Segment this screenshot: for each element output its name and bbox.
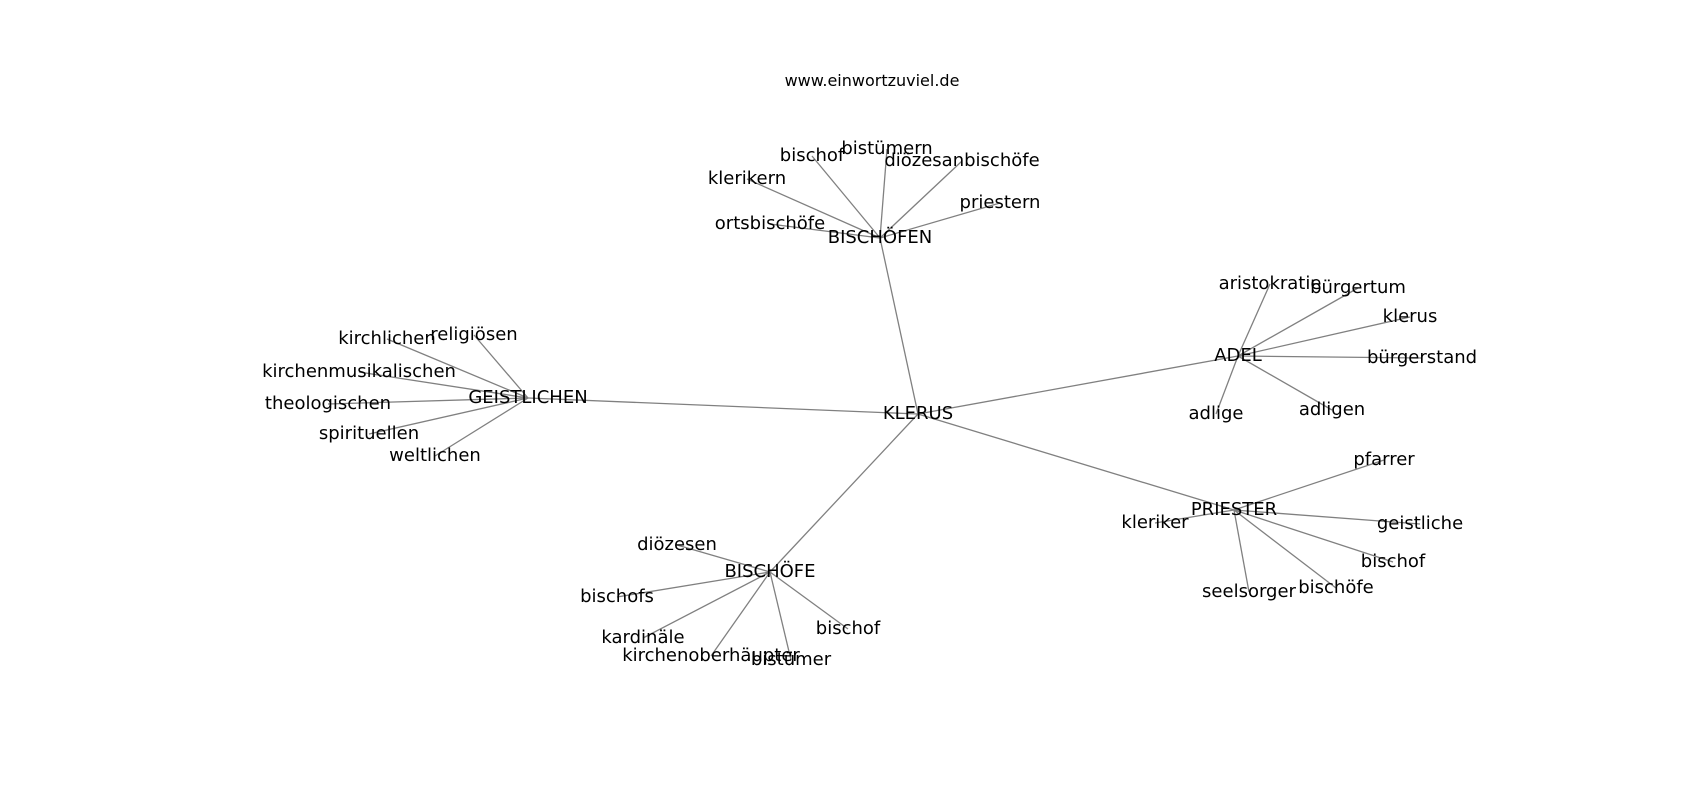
edge-root-hub [879, 237, 919, 415]
edge-hub-leaf [327, 397, 529, 405]
edge-hub-leaf [879, 148, 888, 239]
edge-hub-leaf [769, 571, 792, 661]
leaf-node-label: bischöfe [1298, 577, 1374, 598]
leaf-node-label: geistliche [1377, 513, 1463, 534]
hub-node-label: BISCHÖFEN [828, 226, 933, 248]
leaf-node-label: seelsorger [1202, 581, 1297, 602]
leaf-node-label: bistümern [841, 138, 932, 159]
edge-root-hub [917, 355, 1239, 415]
edge-hub-leaf [358, 371, 529, 399]
edge-hub-leaf [879, 202, 1001, 239]
edge-hub-leaf [1233, 509, 1421, 525]
leaf-node-label: priestern [960, 192, 1041, 213]
label-layer: KLERUSBISCHÖFENbischofbistümerndiözesanb… [262, 138, 1477, 670]
leaf-node-label: klerus [1383, 306, 1438, 327]
leaf-node-label: bischof [780, 145, 845, 166]
edge-hub-leaf [1237, 287, 1359, 357]
edge-hub-leaf [879, 160, 963, 239]
edge-hub-leaf [1237, 316, 1411, 357]
leaf-node-label: aristokratie [1219, 273, 1322, 294]
edge-hub-leaf [1233, 509, 1394, 563]
edge-hub-leaf [1237, 355, 1423, 359]
edge-hub-leaf [769, 223, 881, 239]
leaf-node-label: bischof [816, 618, 881, 639]
hub-node-label: PRIESTER [1191, 499, 1277, 520]
leaf-node-label: theologischen [265, 393, 391, 414]
leaf-node-label: bischofs [580, 586, 654, 607]
leaf-node-label: klerikern [708, 168, 786, 189]
edge-hub-leaf [1233, 509, 1337, 589]
hub-node-label: ADEL [1214, 345, 1262, 366]
leaf-node-label: bürgerstand [1367, 347, 1477, 368]
leaf-node-label: kleriker [1121, 512, 1189, 533]
edge-hub-leaf [769, 571, 849, 630]
leaf-node-label: diözesanbischöfe [884, 150, 1039, 171]
hub-node-label: GEISTLICHEN [468, 387, 587, 408]
edge-hub-leaf [1233, 509, 1250, 593]
edge-hub-leaf [1215, 355, 1239, 415]
edge-root-hub [917, 413, 1235, 511]
edge-hub-leaf [710, 571, 771, 657]
edge-layer [327, 148, 1423, 661]
edge-hub-leaf [1154, 509, 1235, 524]
leaf-node-label: spirituellen [319, 423, 419, 444]
edge-hub-leaf [368, 397, 529, 435]
leaf-node-label: weltlichen [389, 445, 481, 466]
edge-hub-leaf [473, 334, 529, 399]
edge-hub-leaf [386, 338, 529, 399]
leaf-node-label: adligen [1299, 399, 1365, 420]
edge-root-hub [769, 413, 919, 573]
edge-hub-leaf [434, 397, 529, 457]
leaf-node-label: bistümer [751, 649, 832, 670]
leaf-node-label: adlige [1189, 403, 1244, 424]
leaf-node-label: religiösen [430, 324, 517, 345]
root-node-label: KLERUS [883, 403, 953, 424]
leaf-node-label: bürgertum [1310, 277, 1406, 298]
edge-hub-leaf [1233, 459, 1385, 511]
leaf-node-label: ortsbischöfe [715, 213, 825, 234]
edge-hub-leaf [1237, 355, 1333, 411]
leaf-node-label: bischof [1361, 551, 1426, 572]
leaf-node-label: diözesen [637, 534, 717, 555]
edge-hub-leaf [1237, 283, 1271, 357]
leaf-node-label: kirchenoberhäupter [622, 645, 800, 666]
leaf-node-label: pfarrer [1353, 449, 1415, 470]
leaf-node-label: kardinäle [601, 627, 684, 648]
edge-hub-leaf [746, 178, 881, 239]
edge-hub-leaf [676, 544, 771, 573]
edge-hub-leaf [811, 155, 881, 239]
leaf-node-label: kirchenmusikalischen [262, 361, 456, 382]
edge-root-hub [527, 397, 919, 415]
leaf-node-label: kirchlichen [338, 328, 436, 349]
site-title: www.einwortzuviel.de [784, 71, 960, 90]
edge-hub-leaf [642, 571, 771, 639]
edge-hub-leaf [616, 571, 771, 598]
hub-node-label: BISCHÖFE [724, 560, 815, 582]
